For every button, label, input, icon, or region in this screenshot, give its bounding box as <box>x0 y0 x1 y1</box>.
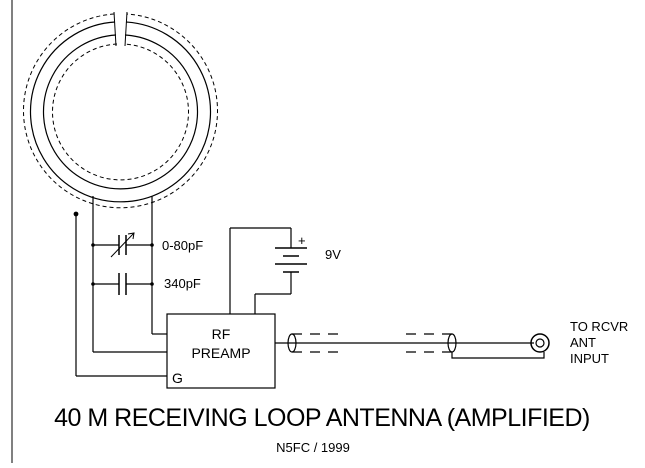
junction-dot <box>91 282 95 286</box>
battery-label: 9V <box>325 247 341 262</box>
diagram-subtitle: N5FC / 1999 <box>276 440 350 455</box>
output-label-line2: ANT <box>570 335 596 350</box>
output-label-line3: INPUT <box>570 351 609 366</box>
loop-inner-conductor <box>42 34 199 190</box>
preamp <box>76 313 276 389</box>
varcap-arrow <box>110 232 135 258</box>
varcap-label: 0-80pF <box>162 238 203 253</box>
junction-dots <box>91 243 154 286</box>
shield-tap-dot <box>73 211 79 217</box>
battery-plus-sign: + <box>298 233 306 248</box>
rf-connector-outer <box>530 333 550 353</box>
preamp-label-line1: RF <box>212 326 231 342</box>
coax-shield-ground <box>451 352 545 359</box>
loop-outer-conductor <box>29 21 212 203</box>
preamp-box <box>166 313 276 389</box>
loop-gap-right <box>124 11 128 47</box>
coax-end-left <box>287 333 297 353</box>
loop-gap-left <box>113 11 117 47</box>
loop-inner-shield <box>52 43 189 181</box>
coax-cable <box>275 333 550 359</box>
loop-antenna <box>23 11 218 209</box>
ground-label: G <box>172 370 183 386</box>
rf-connector-inner <box>535 338 545 348</box>
junction-dot <box>91 243 95 247</box>
loop-outer-shield <box>23 13 218 209</box>
battery <box>229 227 307 314</box>
preamp-label-line2: PREAMP <box>191 345 250 361</box>
capacitors <box>93 232 152 295</box>
loop-leads <box>73 196 153 376</box>
fixcap-label: 340pF <box>164 276 201 291</box>
junction-dot <box>150 282 154 286</box>
diagram-title: 40 M RECEIVING LOOP ANTENNA (AMPLIFIED) <box>54 404 590 432</box>
output-label-line1: TO RCVR <box>570 319 628 334</box>
varcap-arrowhead <box>127 232 135 240</box>
junction-dot <box>150 243 154 247</box>
